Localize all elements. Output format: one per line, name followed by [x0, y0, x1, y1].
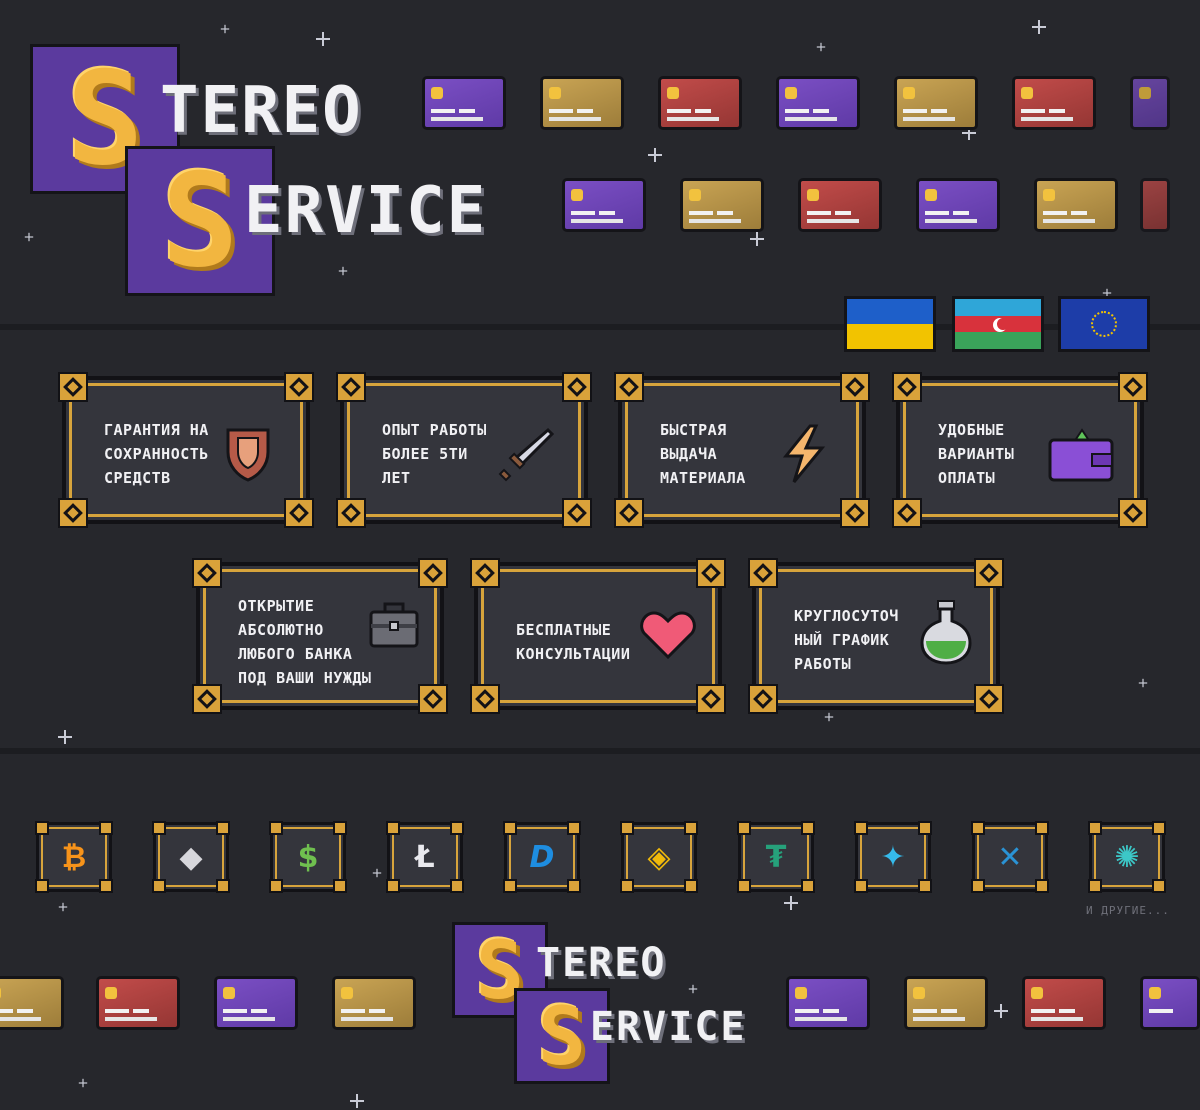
logo-top: S TEREO S ERVICE [30, 44, 530, 296]
bank-card [776, 76, 860, 130]
wallet-icon [1048, 426, 1116, 482]
logo-word-stereo: TEREO [160, 74, 363, 148]
feature-text: Удобные варианты оплаты [938, 421, 1015, 487]
sparkle-icon [750, 232, 764, 246]
tether-icon: ₮ [765, 839, 787, 875]
sparkle-icon [994, 1004, 1008, 1018]
feature-box: Круглосуточ ный график работы [748, 558, 1004, 714]
bank-card [798, 178, 882, 232]
bitshares-icon: ✦ [880, 839, 906, 875]
bank-card [1140, 976, 1200, 1030]
feature-box: Гарантия на сохранность средств [58, 372, 314, 528]
bank-card [894, 76, 978, 130]
briefcase-icon [366, 598, 422, 654]
bank-card [332, 976, 416, 1030]
logo-square-2: S [125, 146, 275, 296]
feature-box: Открытие абсолютно любого банка под ваши… [192, 558, 448, 714]
sparkle-icon [1102, 288, 1112, 298]
sparkle-icon [58, 730, 72, 744]
feature-text: Круглосуточ ный график работы [794, 607, 899, 673]
crypto-dash: D [503, 821, 581, 893]
litecoin-icon: Ł [415, 839, 435, 875]
bank-card [540, 76, 624, 130]
logo-word-service: ERVICE [590, 1004, 747, 1050]
bank-card [680, 178, 764, 232]
logo-bottom: S TEREO S ERVICE [452, 922, 772, 1084]
shield-icon [220, 426, 276, 482]
heart-icon [640, 608, 696, 664]
crypto-ethereum: ◆ [152, 821, 230, 893]
bank-card [422, 76, 506, 130]
sparkle-icon [372, 868, 382, 878]
bank-card [1034, 178, 1118, 232]
crypto-ripple: ✕ [971, 821, 1049, 893]
feature-text: Быстрая выдача материала [660, 421, 746, 487]
crypto-tether: ₮ [737, 821, 815, 893]
ethereum-icon: ◆ [179, 839, 203, 875]
feature-box: Опыт работы более 5ти лет [336, 372, 592, 528]
top-separator [0, 324, 1200, 330]
logo-square-2: S [514, 988, 610, 1084]
logo-word-service: ERVICE [244, 174, 488, 248]
sparkle-icon [316, 32, 330, 46]
sparkle-icon [824, 712, 834, 722]
sparkle-icon [338, 266, 348, 276]
bank-card [1012, 76, 1096, 130]
bank-card [0, 976, 64, 1030]
bank-card [786, 976, 870, 1030]
crypto-binance: ◈ [620, 821, 698, 893]
bank-card [562, 178, 646, 232]
feature-text: Гарантия на сохранность средств [104, 421, 209, 487]
sparkle-icon [24, 232, 34, 242]
bottom-separator [0, 748, 1200, 754]
bank-card [214, 976, 298, 1030]
bank-card [1022, 976, 1106, 1030]
bank-card [1130, 76, 1170, 130]
bitcoin-icon: ₿ [61, 839, 87, 875]
feature-box: Удобные варианты оплаты [892, 372, 1148, 528]
feature-text: Открытие абсолютно любого банка под ваши… [238, 597, 372, 687]
feature-text: Бесплатные консультации [516, 621, 631, 663]
sparkle-icon [962, 126, 976, 140]
bank-card [904, 976, 988, 1030]
dollar-icon: $ [297, 839, 319, 875]
sparkle-icon [350, 1094, 364, 1108]
logo-word-stereo: TEREO [536, 940, 667, 986]
bank-card [658, 76, 742, 130]
sparkle-icon [1032, 20, 1046, 34]
dash-icon: D [529, 839, 555, 875]
crypto-litecoin: Ł [386, 821, 464, 893]
feature-box: Быстрая выдача материала [614, 372, 870, 528]
others-label: И ДРУГИЕ... [1086, 904, 1170, 917]
crypto-bitshares: ✦ [854, 821, 932, 893]
sword-icon [498, 426, 554, 482]
feature-box: Бесплатные консультации [470, 558, 726, 714]
ripple-icon: ✕ [997, 839, 1023, 875]
flag-eu-icon [1058, 296, 1150, 352]
sparkle-icon [1138, 678, 1148, 688]
feature-text: Опыт работы более 5ти лет [382, 421, 487, 487]
bank-card [916, 178, 1000, 232]
bank-card [96, 976, 180, 1030]
sparkle-icon [688, 984, 698, 994]
flag-azerbaijan-icon [952, 296, 1044, 352]
binance-icon: ◈ [647, 839, 671, 875]
potion-icon [918, 600, 974, 665]
flag-ukraine-icon [844, 296, 936, 352]
logo-letter: S [161, 146, 239, 296]
bank-card [1140, 178, 1170, 232]
sparkle-icon [784, 896, 798, 910]
sparkle-icon [78, 1078, 88, 1088]
sparkle-icon [816, 42, 826, 52]
cardano-icon: ✺ [1114, 839, 1140, 875]
sparkle-icon [648, 148, 662, 162]
crypto-cardano: ✺ [1088, 821, 1166, 893]
crypto-usd: $ [269, 821, 347, 893]
sparkle-icon [58, 902, 68, 912]
sparkle-icon [220, 24, 230, 34]
lightning-icon [776, 424, 832, 483]
crypto-bitcoin: ₿ [35, 821, 113, 893]
logo-letter: S [537, 989, 587, 1083]
